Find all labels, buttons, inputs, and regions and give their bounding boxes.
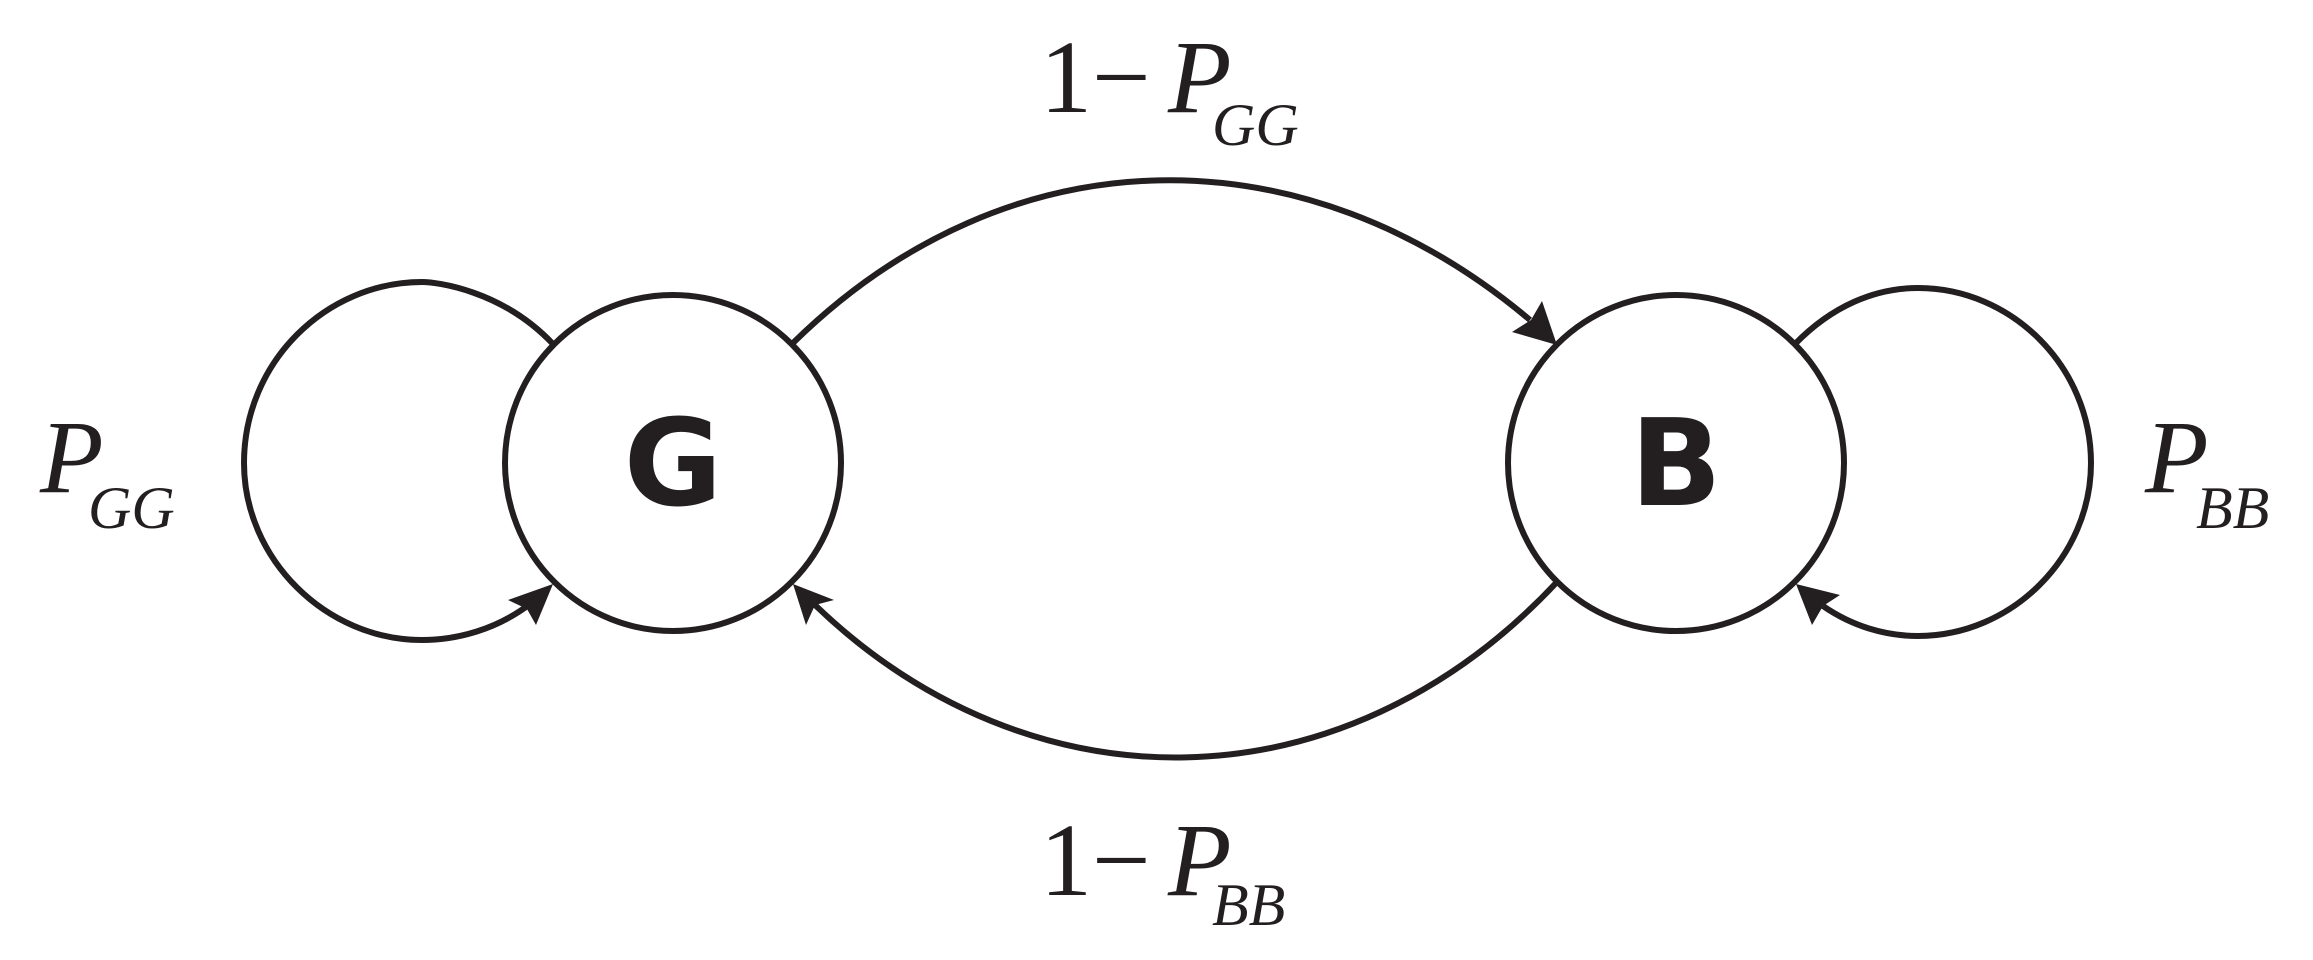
arrowhead-bb <box>1796 584 1840 625</box>
loop-bb <box>1792 284 2095 640</box>
label-loop-gg: P GG <box>39 400 175 541</box>
state-b-label: B <box>1630 395 1721 534</box>
arrowhead-b-to-g <box>793 584 834 625</box>
label-b-to-g: 1− P BB <box>1040 803 1285 938</box>
label-loop-gg-subscript: GG <box>88 475 175 541</box>
label-loop-bb-symbol: P <box>2144 400 2209 515</box>
label-b-to-g-prefix: 1− <box>1040 803 1151 918</box>
label-loop-gg-symbol: P <box>39 400 104 515</box>
arrowhead-g-to-b <box>1512 301 1557 345</box>
loop-gg <box>240 278 556 644</box>
state-b-circle <box>1505 292 1847 634</box>
label-g-to-b-symbol: P <box>1167 20 1232 135</box>
label-g-to-b-prefix: 1− <box>1040 20 1151 135</box>
label-g-to-b-subscript: GG <box>1212 92 1299 158</box>
label-b-to-g-subscript: BB <box>1212 872 1285 938</box>
label-loop-bb: P BB <box>2144 400 2269 541</box>
transition-g-to-b <box>790 177 1532 346</box>
state-g-label: G <box>624 395 723 534</box>
label-b-to-g-symbol: P <box>1167 803 1232 918</box>
label-loop-bb-subscript: BB <box>2196 475 2269 541</box>
state-g-circle <box>502 292 844 634</box>
transition-b-to-g <box>812 579 1560 761</box>
label-g-to-b: 1− P GG <box>1040 20 1299 158</box>
arrowhead-gg <box>508 584 553 625</box>
